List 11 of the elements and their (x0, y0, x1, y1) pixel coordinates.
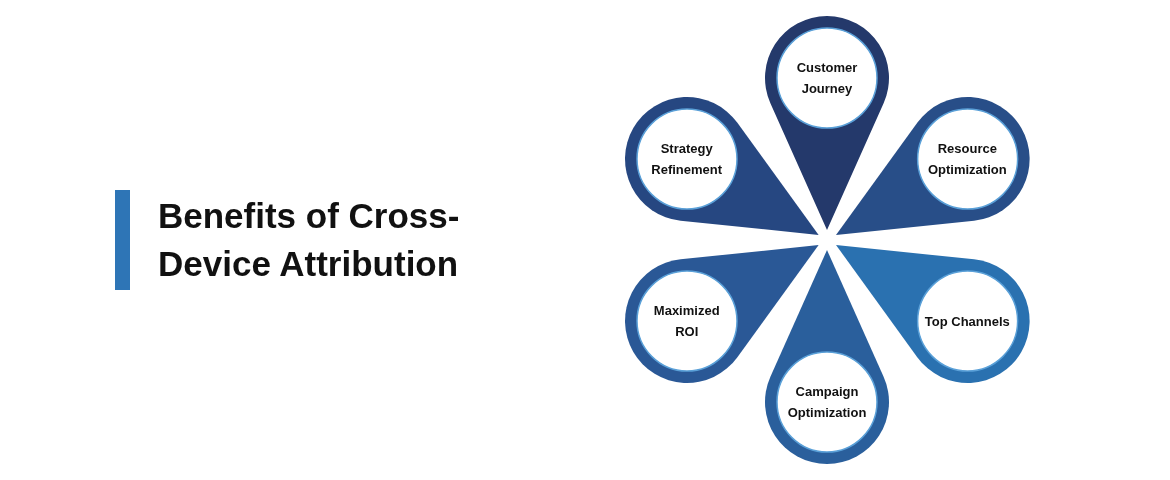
pin-petal (765, 250, 889, 464)
petal-label: Campaign Optimization (786, 383, 868, 422)
petal-label: Customer Journey (795, 59, 859, 98)
petal-label: Maximized ROI (652, 302, 721, 341)
petal-label: Strategy Refinement (650, 140, 724, 179)
pin-petal (835, 97, 1030, 235)
petal-label: Top Channels (923, 312, 1011, 331)
pin-petal (624, 245, 819, 383)
petal-label: Resource Optimization (926, 140, 1008, 179)
heading: Benefits of Cross-Device Attribution (158, 195, 461, 285)
pin-petal (624, 97, 819, 235)
